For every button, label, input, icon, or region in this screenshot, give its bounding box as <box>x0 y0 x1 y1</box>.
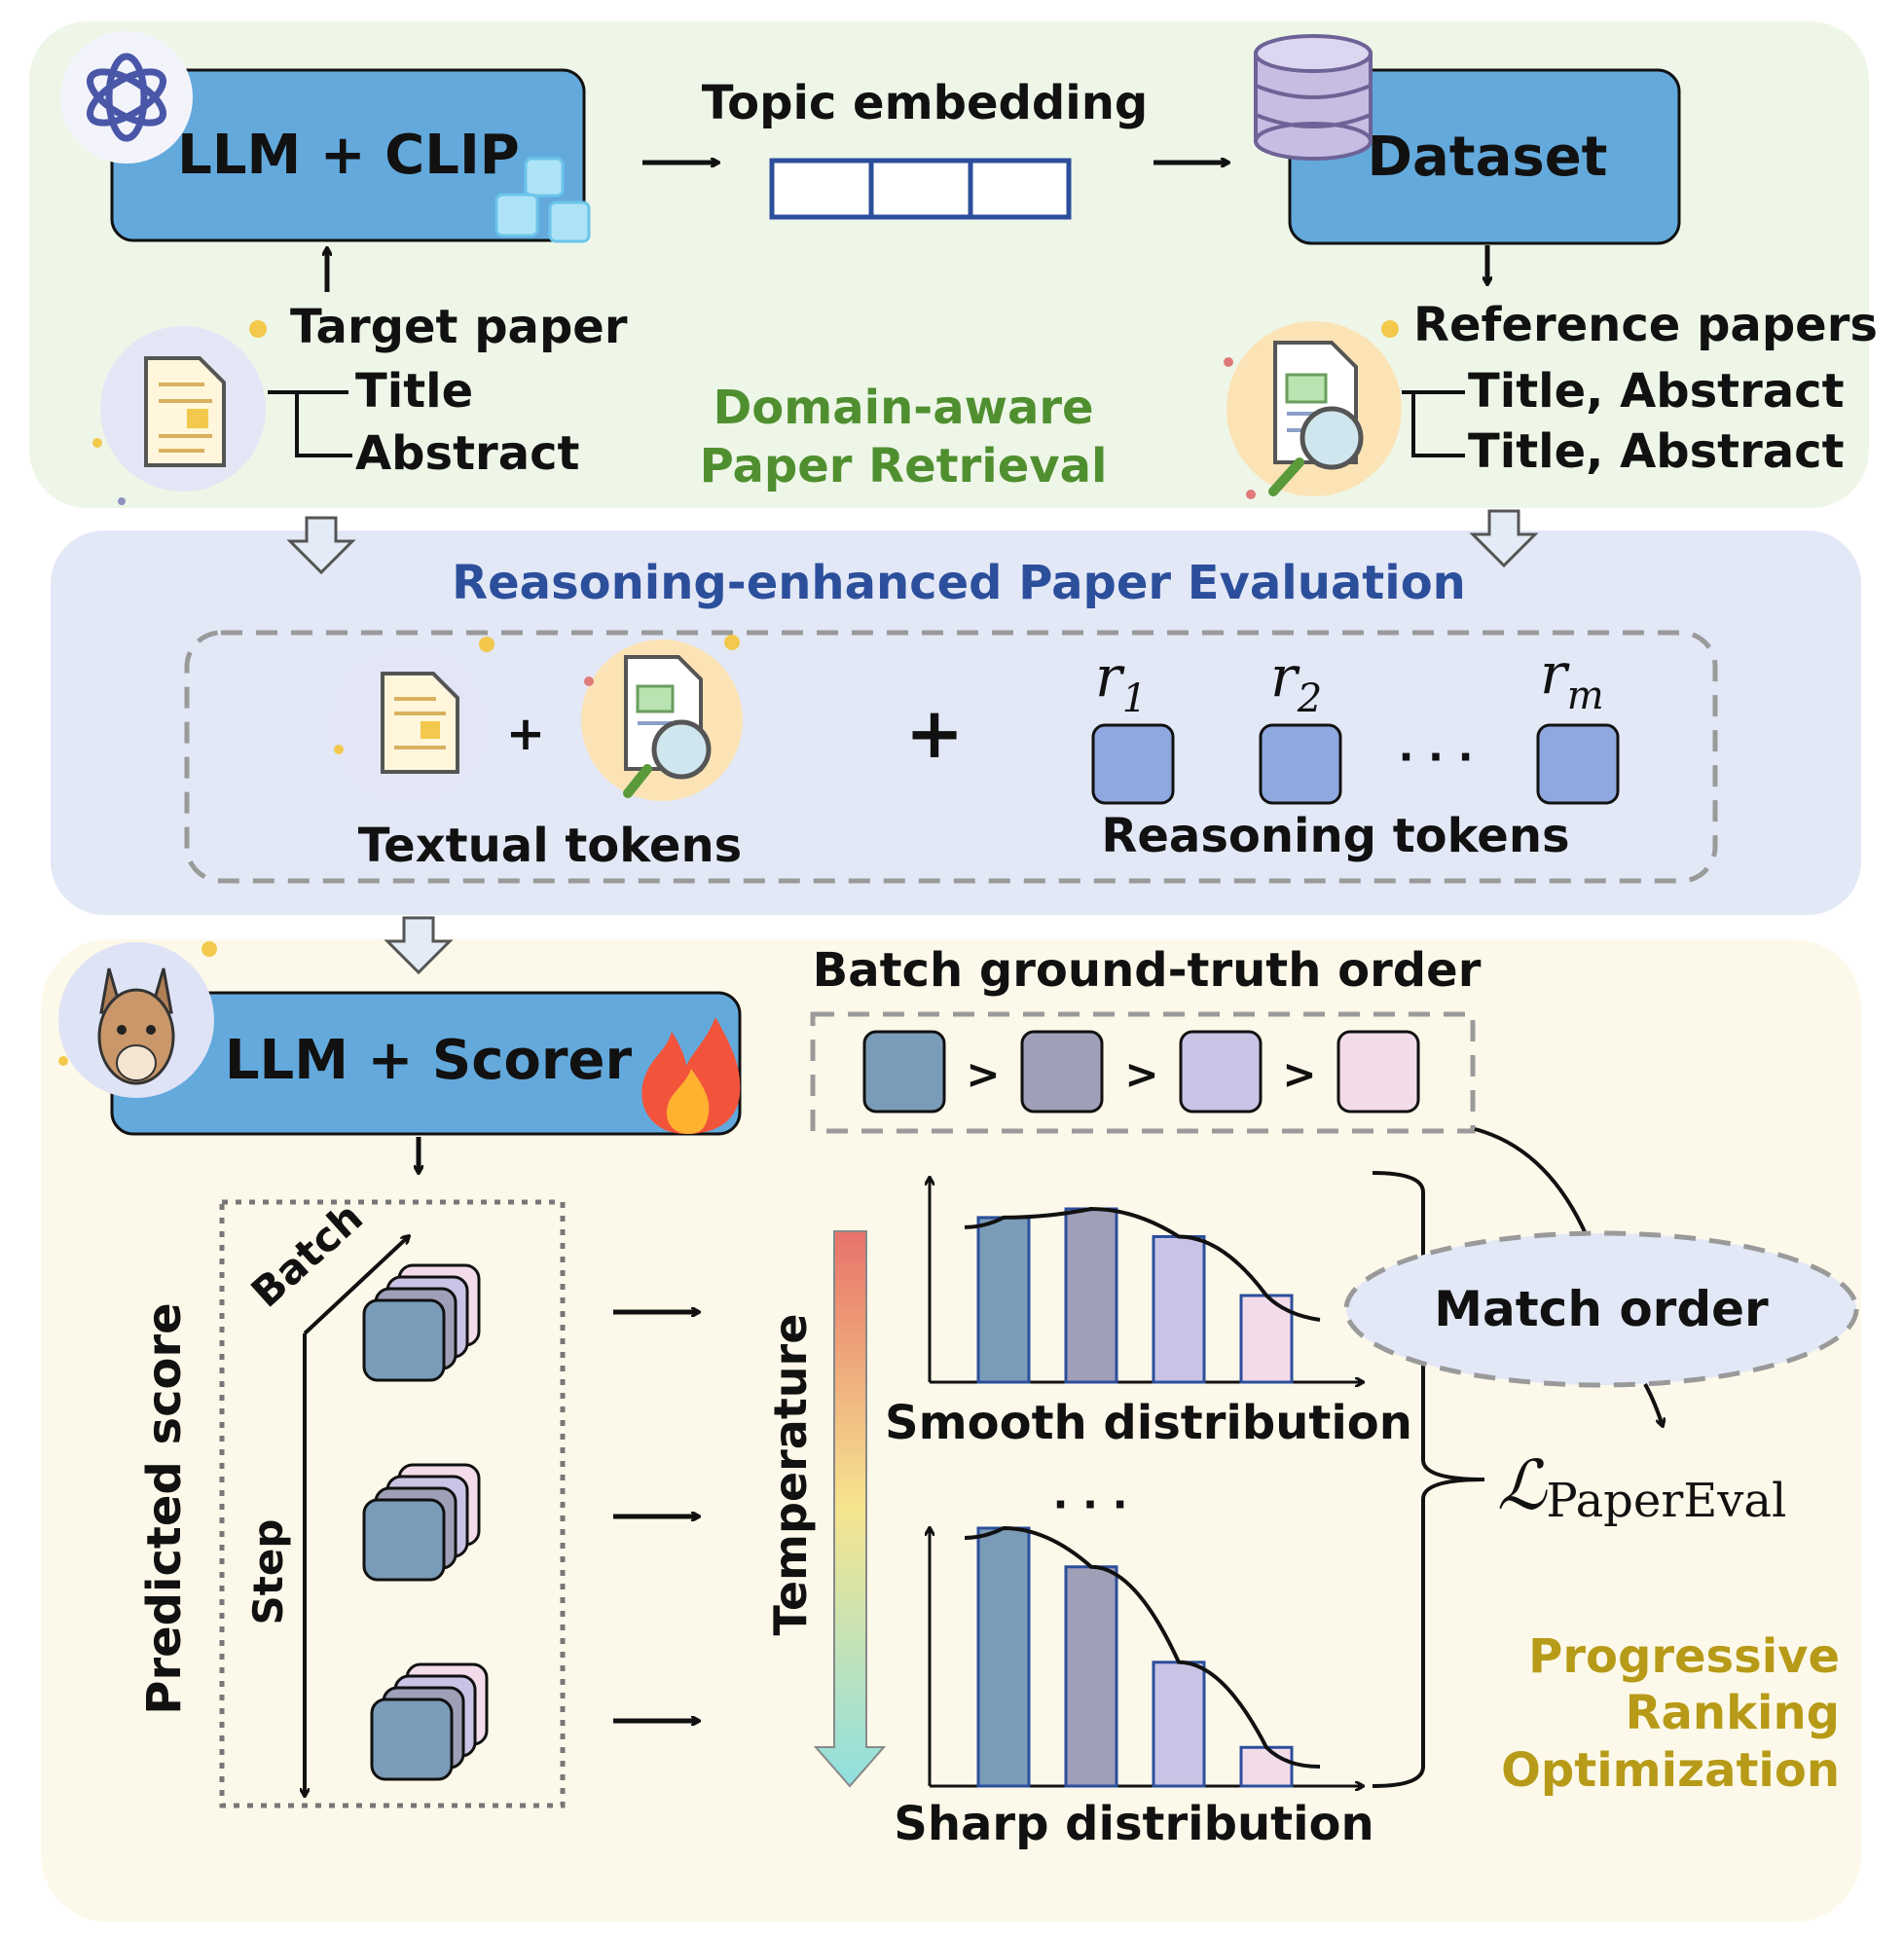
temperature-arrow <box>813 1230 887 1788</box>
smooth-chart-curve <box>964 1206 1321 1322</box>
topic-embedding-vector <box>769 158 1072 220</box>
gt-sign-1: > <box>966 1050 1000 1098</box>
r1-symbol: r1 <box>1095 643 1147 721</box>
hollow-arrow-right <box>1469 509 1539 568</box>
ranking-title-line3: Optimization <box>1501 1743 1840 1798</box>
target-paper-label: Target paper <box>290 300 628 354</box>
hollow-arrow-middle <box>384 916 454 975</box>
gt-rank-4 <box>1336 1030 1420 1114</box>
ranking-panel <box>41 939 1861 1922</box>
gt-rank-1 <box>862 1030 946 1114</box>
gt-rank-3 <box>1179 1030 1263 1114</box>
openai-logo-icon <box>60 31 193 164</box>
temperature-label: Temperature <box>764 1314 817 1636</box>
reference-line1-label: Title, Abstract <box>1468 364 1845 419</box>
reasoning-token-1 <box>1091 723 1175 805</box>
llm-clip-label: LLM + CLIP <box>177 124 520 187</box>
score-stack-step-1 <box>362 1263 481 1382</box>
sharp-bar-4 <box>1239 1745 1294 1788</box>
reasoning-token-2 <box>1259 723 1342 805</box>
target-abstract-label: Abstract <box>355 426 579 481</box>
charts-ellipsis: · · · <box>1052 1480 1127 1528</box>
reference-line2-label: Title, Abstract <box>1468 424 1845 479</box>
gt-to-match-connector <box>1474 1127 1589 1237</box>
ice-cube-icon <box>494 157 591 243</box>
sharp-bar-3 <box>1152 1661 1206 1788</box>
reasoning-tokens-label: Reasoning tokens <box>1101 809 1569 863</box>
document-icon <box>331 637 494 803</box>
plus-small: + <box>506 707 545 761</box>
loss-formula: ℒPaperEval <box>1497 1445 1786 1528</box>
ranking-title-line1: Progressive <box>1528 1629 1840 1684</box>
r2-symbol: r2 <box>1270 643 1322 721</box>
smooth-bar-2 <box>1064 1207 1118 1384</box>
target-bracket <box>268 390 352 457</box>
target-title-label: Title <box>355 364 473 419</box>
gt-rank-2 <box>1020 1030 1104 1114</box>
predicted-score-box <box>219 1199 566 1808</box>
sharp-bar-1 <box>976 1526 1031 1788</box>
reasoning-ellipsis: · · · <box>1398 733 1473 781</box>
textual-tokens-label: Textual tokens <box>358 819 742 873</box>
reference-bracket <box>1402 390 1465 457</box>
smooth-bar-1 <box>976 1216 1031 1384</box>
ranking-title-line2: Ranking <box>1626 1686 1840 1740</box>
document-search-icon <box>581 635 743 801</box>
predicted-score-label: Predicted score <box>137 1302 192 1714</box>
llama-icon <box>58 941 217 1098</box>
gt-sign-3: > <box>1282 1050 1316 1098</box>
score-stack-step-2 <box>362 1463 481 1582</box>
topic-embedding-label: Topic embedding <box>702 76 1149 130</box>
smooth-bar-3 <box>1152 1234 1206 1384</box>
match-order-label: Match order <box>1434 1281 1769 1337</box>
step-label: Step <box>244 1519 292 1625</box>
fire-icon <box>641 1017 741 1134</box>
batch-gt-order-label: Batch ground-truth order <box>813 943 1482 998</box>
smooth-distribution-label: Smooth distribution <box>885 1396 1412 1450</box>
database-icon <box>1254 34 1373 161</box>
document-search-icon <box>1224 320 1402 499</box>
llm-scorer-label: LLM + Scorer <box>225 1029 633 1092</box>
sharp-chart-bars <box>976 1526 1294 1788</box>
hollow-arrow-left <box>286 516 356 575</box>
reference-papers-label: Reference papers <box>1413 298 1878 352</box>
sharp-bar-2 <box>1064 1565 1118 1788</box>
retrieval-title-line2: Paper Retrieval <box>700 439 1108 493</box>
reasoning-token-m <box>1536 723 1620 805</box>
evaluation-panel <box>51 530 1861 915</box>
gt-order-dashed-box <box>810 1011 1476 1134</box>
sharp-chart-curve <box>964 1525 1321 1770</box>
rm-symbol: rm <box>1540 640 1604 718</box>
batch-axis <box>303 1236 409 1335</box>
sharp-distribution-label: Sharp distribution <box>894 1797 1373 1851</box>
document-icon <box>92 320 267 505</box>
evaluation-title: Reasoning-enhanced Paper Evaluation <box>452 556 1466 610</box>
loss-brace <box>1372 1171 1485 1788</box>
dataset-label: Dataset <box>1368 126 1608 189</box>
arrow-match-to-loss <box>1643 1383 1663 1426</box>
gt-sign-2: > <box>1124 1050 1158 1098</box>
match-order-ellipse <box>1343 1230 1859 1388</box>
plus-big: + <box>905 692 964 774</box>
retrieval-title-line1: Domain-aware <box>713 381 1093 435</box>
score-stack-step-3 <box>370 1662 489 1781</box>
